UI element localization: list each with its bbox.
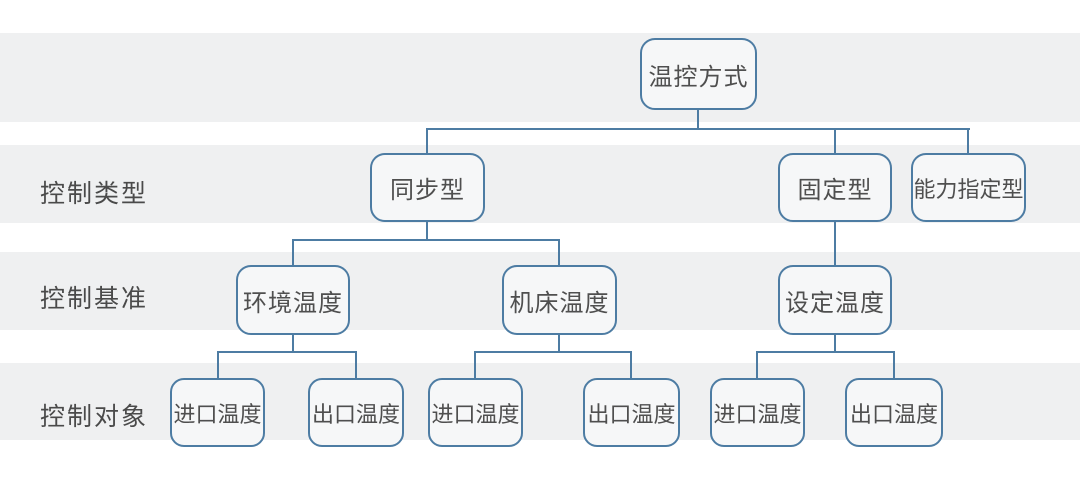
node-inlet-temperature-3: 进口温度 — [710, 378, 805, 447]
connector-drop-outlet-1 — [355, 351, 357, 380]
connector-drop-outlet-2 — [630, 351, 632, 380]
connector-level2-bus — [292, 239, 560, 241]
connector-level1-bus — [426, 128, 970, 130]
node-inlet-temperature-1: 进口温度 — [170, 378, 265, 447]
connector-machine-stub — [558, 333, 560, 353]
node-machine-temperature: 机床温度 — [502, 265, 617, 335]
connector-sync-stub — [426, 220, 428, 241]
connector-drop-fixed — [834, 128, 836, 155]
connector-drop-ambient — [292, 239, 294, 267]
connector-root-stub — [697, 110, 699, 130]
row-label-control-type: 控制类型 — [40, 180, 149, 208]
connector-level3c-bus — [756, 351, 895, 353]
node-temperature-control-method: 温控方式 — [640, 38, 757, 110]
node-fixed-type: 固定型 — [778, 153, 892, 222]
node-outlet-temperature-1: 出口温度 — [308, 378, 404, 447]
row-label-control-object: 控制对象 — [40, 403, 149, 431]
row-label-control-basis: 控制基准 — [40, 285, 149, 313]
node-capacity-specified-type: 能力指定型 — [911, 153, 1026, 222]
node-outlet-temperature-2: 出口温度 — [583, 378, 680, 447]
connector-level3b-bus — [474, 351, 632, 353]
connector-ambient-stub — [292, 333, 294, 353]
background-band-2 — [0, 145, 1080, 223]
connector-drop-sync — [426, 128, 428, 155]
connector-drop-outlet-3 — [893, 351, 895, 380]
node-synchronous-type: 同步型 — [370, 153, 485, 222]
connector-drop-capacity — [967, 128, 969, 155]
node-setpoint-temperature: 设定温度 — [778, 265, 892, 335]
connector-setpoint-stub — [834, 333, 836, 353]
node-inlet-temperature-2: 进口温度 — [428, 378, 523, 447]
connector-drop-inlet-2 — [474, 351, 476, 380]
connector-fixed-to-setpoint — [834, 220, 836, 267]
node-ambient-temperature: 环境温度 — [236, 265, 350, 335]
connector-drop-inlet-1 — [217, 351, 219, 380]
connector-drop-inlet-3 — [756, 351, 758, 380]
connector-drop-machine — [558, 239, 560, 267]
background-band-1 — [0, 33, 1080, 122]
node-outlet-temperature-3: 出口温度 — [845, 378, 943, 447]
connector-level3a-bus — [217, 351, 357, 353]
